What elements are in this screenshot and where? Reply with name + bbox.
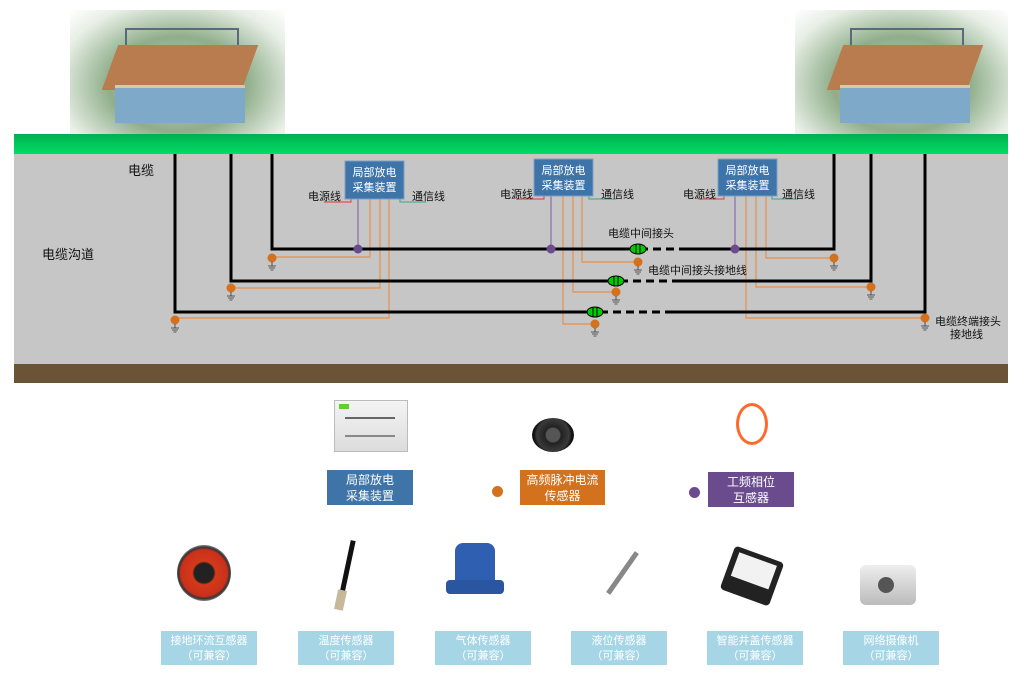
terminal-ground-label: 接地线	[950, 327, 983, 341]
ground-icon	[921, 322, 929, 331]
svg-text:局部放电: 局部放电	[353, 165, 397, 179]
comm-line-label: 通信线	[782, 187, 815, 201]
legend-text: 传感器	[544, 488, 581, 503]
grounding-ct-image	[177, 545, 231, 601]
svg-text:采集装置: 采集装置	[542, 178, 586, 192]
legend-hfct: 高频脉冲电流 传感器	[520, 470, 605, 505]
svg-text:采集装置: 采集装置	[353, 180, 397, 194]
hfct-sensor-dot	[590, 319, 600, 329]
gas-sensor-base	[446, 580, 504, 594]
hfct-sensor-dot	[170, 315, 180, 325]
ground-icon	[171, 324, 179, 333]
sensor-label: 液位传感器 （可兼容）	[571, 631, 667, 665]
phase-ct-dot	[730, 244, 740, 254]
cable-joint	[629, 243, 647, 255]
level-sensor-image	[606, 551, 639, 595]
hfct-sensor-dot	[920, 313, 930, 323]
sensor-compat: （可兼容）	[181, 649, 237, 662]
temperature-probe	[334, 589, 347, 611]
legend-text: 采集装置	[345, 488, 394, 503]
sensor-name: 网络摄像机	[863, 634, 919, 647]
temperature-sensor-image	[339, 540, 356, 595]
svg-text:局部放电: 局部放电	[726, 163, 770, 177]
terminal-ground-label: 电缆终端接头	[935, 314, 1001, 328]
ground-icon	[634, 266, 642, 275]
hfct-sensor-dot	[633, 257, 643, 267]
sensor-compat: （可兼容）	[863, 649, 919, 662]
cable-trench-diagram: 局部放电 采集装置 局部放电 采集装置 局部放电 采集装置 电缆 电缆沟道 电源…	[14, 134, 1008, 383]
sensor-name: 气体传感器	[455, 634, 511, 647]
trench-area	[14, 154, 1008, 364]
sensor-name: 温度传感器	[318, 634, 374, 647]
middle-joint-ground-label: 电缆中间接头接地线	[648, 263, 747, 277]
hfct-sensor-dot	[267, 253, 277, 263]
sensor-label: 接地环流互感器 （可兼容）	[161, 631, 257, 665]
power-line-label: 电源线	[500, 187, 533, 201]
hfct-sensor-image	[532, 418, 574, 452]
phase-ct-dot	[546, 244, 556, 254]
sensor-compat: （可兼容）	[455, 649, 511, 662]
cable-lines	[173, 154, 927, 314]
sensor-label: 气体传感器 （可兼容）	[435, 631, 531, 665]
sensor-label: 温度传感器 （可兼容）	[298, 631, 394, 665]
svg-text:采集装置: 采集装置	[726, 178, 770, 192]
sensor-name: 智能井盖传感器	[716, 634, 794, 647]
legend-phase-ct: 工频相位 互感器	[708, 472, 794, 507]
legend-purple-dot	[689, 487, 700, 498]
sensor-label: 网络摄像机 （可兼容）	[843, 631, 939, 665]
manhole-sensor-image	[719, 545, 785, 607]
hfct-sensor-dot	[226, 283, 236, 293]
middle-joint-label: 电缆中间接头	[608, 227, 674, 240]
ground-icon	[867, 291, 875, 300]
legend-orange-dot	[492, 486, 503, 497]
ip-camera-image	[860, 565, 916, 605]
trench-label: 电缆沟道	[42, 247, 94, 263]
hfct-sensor-dot	[829, 253, 839, 263]
substation-image-right	[795, 10, 1008, 134]
comm-line-label: 通信线	[601, 187, 634, 201]
power-line-label: 电源线	[683, 187, 716, 201]
legend-text: 高频脉冲电流	[526, 472, 599, 487]
legend-text: 局部放电	[345, 472, 394, 487]
sensor-label: 智能井盖传感器 （可兼容）	[707, 631, 803, 665]
ground-icon	[612, 296, 620, 305]
sensor-name: 液位传感器	[591, 634, 647, 647]
ground-icon	[268, 262, 276, 271]
legend-text: 工频相位	[726, 474, 775, 489]
substation-image-left	[70, 10, 285, 134]
hfct-sensor-dot	[866, 282, 876, 292]
ground-icon	[591, 328, 599, 337]
ground-icon	[830, 262, 838, 271]
phase-ct-dot	[353, 244, 363, 254]
phase-ct-image	[736, 403, 768, 445]
collector-box: 局部放电 采集装置	[717, 158, 778, 197]
collector-box: 局部放电 采集装置	[533, 158, 594, 197]
svg-text:局部放电: 局部放电	[542, 163, 586, 177]
soil-strip	[14, 364, 1008, 383]
hfct-sensor-dot	[611, 287, 621, 297]
cable-joint	[607, 275, 625, 287]
sensor-name: 接地环流互感器	[170, 634, 248, 647]
comm-line-label: 通信线	[412, 189, 445, 203]
ground-icon	[227, 292, 235, 301]
legend-collector: 局部放电 采集装置	[327, 470, 413, 505]
power-line-label: 电源线	[308, 189, 341, 203]
collector-box: 局部放电 采集装置	[344, 160, 405, 200]
cable-label: 电缆	[128, 163, 154, 179]
legend-text: 互感器	[732, 490, 769, 505]
sensor-compat: （可兼容）	[727, 649, 783, 662]
cable-joint	[586, 306, 604, 318]
ground-strip	[14, 134, 1008, 154]
sensor-compat: （可兼容）	[591, 649, 647, 662]
sensor-compat: （可兼容）	[318, 649, 374, 662]
collector-device-image	[334, 400, 408, 452]
